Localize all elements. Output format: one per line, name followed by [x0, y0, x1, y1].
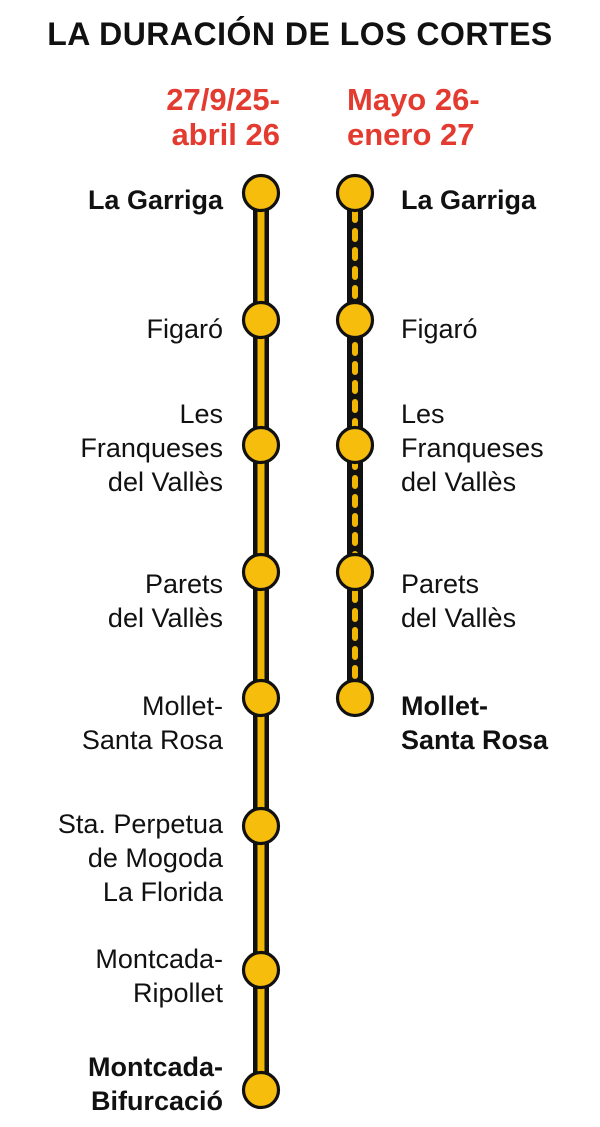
station-label-left-1: La Garriga: [87, 185, 223, 215]
station-label-right-4: Parets del Vallès: [401, 569, 517, 633]
station-marker-right-5: [335, 678, 375, 718]
route-line-right: [335, 173, 375, 718]
station-marker-left-8: [241, 1070, 281, 1110]
period-label-left: 27/9/25- abril 26: [166, 82, 280, 152]
station-label-right-1: La Garriga: [401, 185, 537, 215]
station-marker-right-3: [335, 425, 375, 465]
station-label-right-3: Les Franqueses del Vallès: [401, 399, 544, 497]
station-label-left-2: Figaró: [146, 314, 223, 344]
station-marker-left-3: [241, 425, 281, 465]
station-marker-left-2: [241, 300, 281, 340]
station-marker-left-4: [241, 552, 281, 592]
station-marker-right-1: [335, 173, 375, 213]
station-label-right-5: Mollet- Santa Rosa: [401, 691, 549, 755]
station-marker-left-7: [241, 950, 281, 990]
station-marker-left-5: [241, 678, 281, 718]
station-marker-right-4: [335, 552, 375, 592]
station-label-left-4: Parets del Vallès: [107, 569, 223, 633]
station-label-left-8: Montcada- Bifurcació: [88, 1052, 223, 1116]
station-label-left-7: Montcada- Ripollet: [95, 944, 223, 1008]
station-marker-right-2: [335, 300, 375, 340]
station-label-left-6: Sta. Perpetua de Mogoda La Florida: [57, 809, 223, 907]
route-line-left: [241, 173, 281, 1110]
station-label-left-5: Mollet- Santa Rosa: [81, 691, 223, 755]
station-label-left-3: Les Franqueses del Vallès: [80, 399, 223, 497]
page-title: LA DURACIÓN DE LOS CORTES: [47, 16, 553, 52]
station-label-right-2: Figaró: [401, 314, 478, 344]
station-marker-left-6: [241, 806, 281, 846]
period-label-right: Mayo 26- enero 27: [347, 82, 480, 152]
station-marker-left-1: [241, 173, 281, 213]
